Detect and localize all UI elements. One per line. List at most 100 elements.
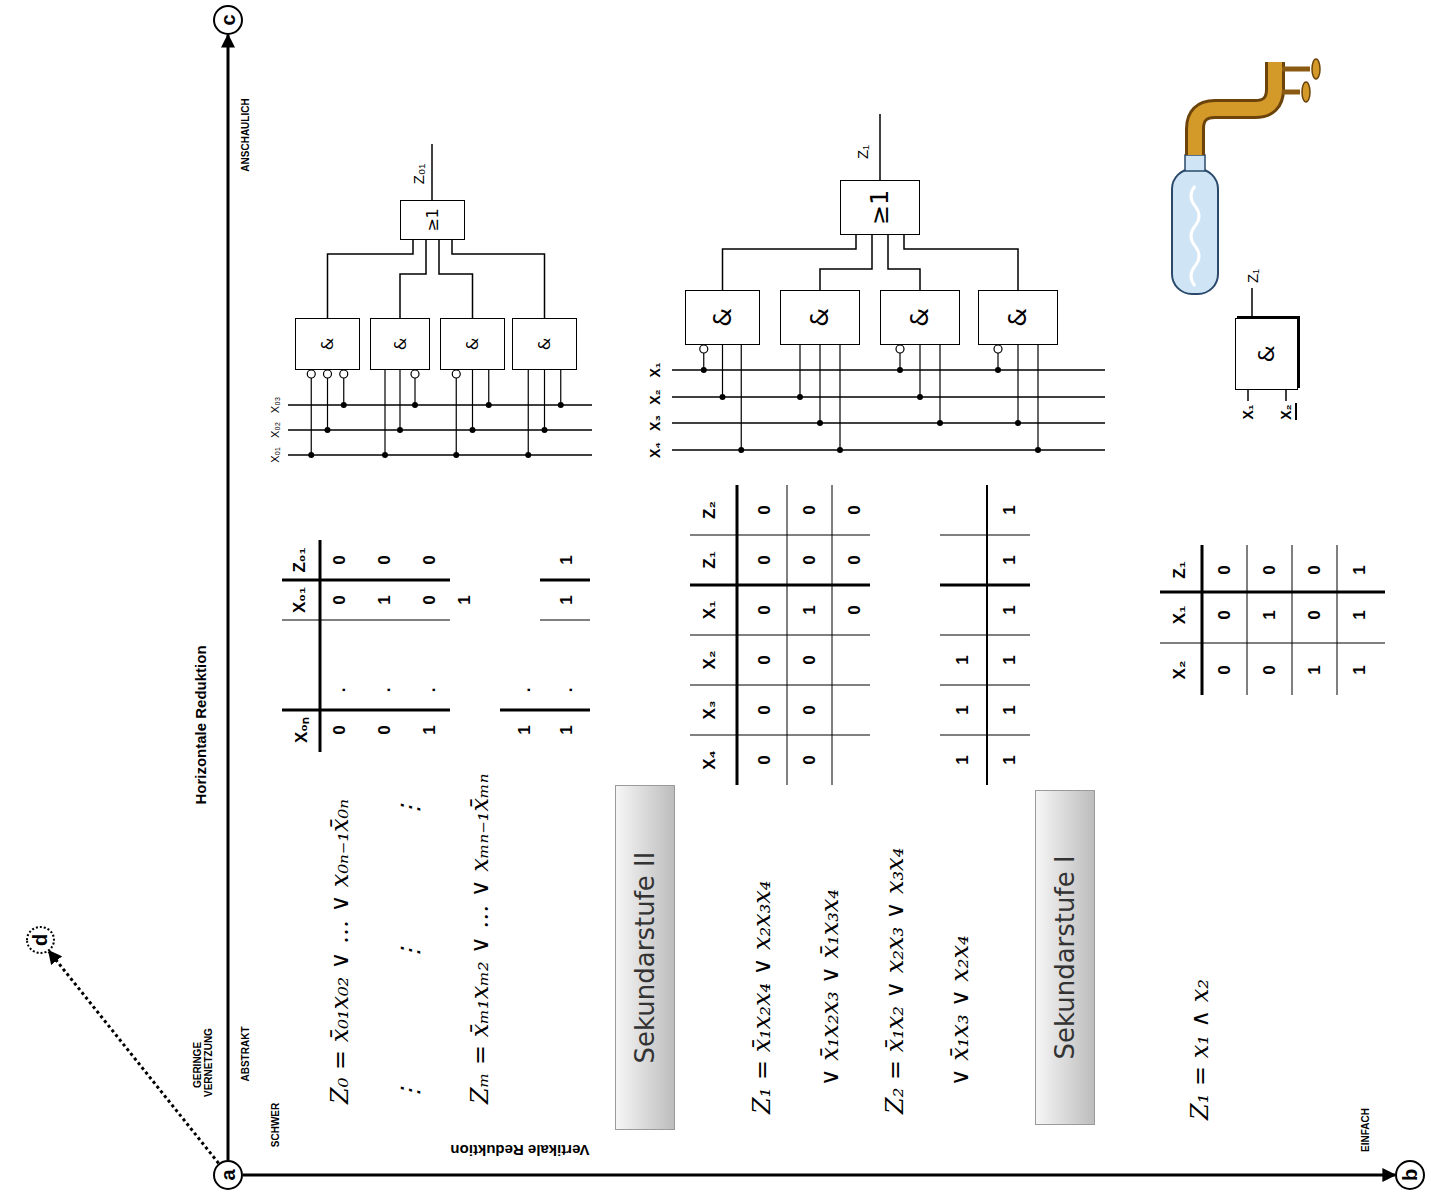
bottle: [1172, 169, 1218, 294]
junction-dot: [325, 427, 331, 433]
bottle-wave: [1191, 186, 1199, 286]
ellipsis: ⋮: [396, 797, 424, 821]
table-cell: .: [330, 688, 350, 693]
ellipsis: ⋮: [396, 1080, 424, 1104]
junction-dot: [397, 427, 403, 433]
table-rule: [690, 584, 870, 587]
table-cell: .: [557, 688, 577, 693]
node-label: &: [906, 308, 934, 327]
ellipsis: ⋮: [396, 940, 424, 964]
equation: ∨ x̄₁x₃ ∨ x₂x₄: [946, 935, 974, 1086]
table-cell: 1: [455, 595, 475, 604]
table-rule: [940, 735, 1030, 736]
signal-name: X₁: [1240, 404, 1256, 419]
output-wire: [431, 144, 433, 200]
valve-handle: [1312, 59, 1320, 79]
table-cell: 1: [1305, 665, 1325, 674]
node-label: Sekundarstufe I: [1050, 855, 1080, 1059]
table-rule: [540, 620, 590, 621]
negation-bubble: [307, 370, 315, 378]
axis-note: ABSTRAKT: [240, 1027, 251, 1082]
table-cell: 0: [330, 555, 350, 564]
table-rule: [690, 635, 870, 636]
gate-wire: [439, 240, 473, 318]
tap-illustration: [1172, 59, 1320, 294]
axis-title: Horizontale Reduktion: [192, 645, 209, 804]
or-gate: ≥1: [840, 180, 920, 235]
signal-name: X₁: [647, 362, 663, 377]
table-cell: 0: [420, 595, 440, 604]
table-cell: 1: [1350, 610, 1370, 619]
node-label: &: [806, 308, 834, 327]
axis-title: Vertikale Reduktion: [450, 1142, 589, 1159]
axis-note: SCHWER: [270, 1103, 281, 1147]
pipe-outline: [1195, 62, 1275, 155]
table-cell: 0: [800, 755, 820, 764]
table-rule: [940, 535, 1030, 536]
table-cell: 1: [375, 595, 395, 604]
valve-handle: [1302, 82, 1310, 102]
axis-point: b: [1395, 1160, 1425, 1190]
table-cell: 1: [557, 595, 577, 604]
table-cell: 0: [800, 505, 820, 514]
table-cell: 1: [1000, 505, 1020, 514]
table-rule: [500, 709, 590, 712]
and-gate: &: [1235, 318, 1298, 390]
table-rule: [1247, 545, 1248, 695]
or-gate: ≥1: [400, 200, 465, 240]
signal-name: X₄: [647, 442, 663, 458]
table-header: X₃: [700, 700, 720, 719]
table-rule: [940, 635, 1030, 636]
input-wire: [544, 370, 545, 430]
junction-dot: [738, 447, 744, 453]
node-label: &: [535, 338, 554, 350]
signal-name: X₃: [647, 415, 663, 431]
table-header: X₀₁: [290, 587, 310, 613]
junction-dot: [701, 367, 707, 373]
negation-bubble: [700, 345, 708, 353]
table-cell: 0: [755, 755, 775, 764]
table-cell: 1: [1000, 655, 1020, 664]
axis-point: d: [26, 926, 55, 954]
table-rule: [940, 685, 1030, 686]
junction-dot: [453, 452, 459, 458]
axis-arrow: [243, 1174, 1395, 1177]
input-wire: [327, 378, 328, 430]
node-label: &: [318, 338, 337, 350]
node-label: ≥1: [423, 208, 442, 232]
gate-wire: [452, 240, 545, 318]
input-wire: [1285, 390, 1287, 401]
table-cell: 0: [420, 555, 440, 564]
node-label: &: [709, 308, 737, 327]
table-cell: 0: [845, 605, 865, 614]
negation-bubble: [411, 370, 419, 378]
negation-bubble: [324, 370, 332, 378]
table-cell: 1: [420, 725, 440, 734]
junction-dot: [382, 452, 388, 458]
equation: Z₀ = x̄₀₁x₀₂ ∨ … ∨ x₀ₙ₋₁x̄₀ₙ: [326, 799, 354, 1104]
output-wire: [1251, 288, 1253, 318]
junction-dot: [917, 394, 923, 400]
input-wire: [560, 370, 561, 405]
axis-point: a: [213, 1160, 243, 1190]
table-cell: 0: [755, 555, 775, 564]
table-cell: 1: [1350, 665, 1370, 674]
table-cell: 1: [1000, 705, 1020, 714]
and-gate: &: [880, 290, 960, 345]
level-band: Sekundarstufe II: [615, 785, 675, 1130]
input-wire: [741, 345, 742, 450]
level-band: Sekundarstufe I: [1035, 790, 1095, 1125]
and-gate: &: [295, 318, 360, 370]
table-cell: 0: [1215, 665, 1235, 674]
node-label: b: [1399, 1169, 1422, 1181]
table-cell: 1: [1260, 610, 1280, 619]
signal-name: Z₁: [1244, 269, 1261, 283]
table-rule: [690, 735, 870, 736]
junction-dot: [1015, 420, 1021, 426]
junction-dot: [412, 402, 418, 408]
table-header: Z₀₁: [290, 547, 310, 572]
table-rule: [282, 579, 450, 582]
table-header: X₁: [700, 601, 720, 619]
table-cell: 0: [330, 725, 350, 734]
table-rule: [940, 584, 1030, 587]
